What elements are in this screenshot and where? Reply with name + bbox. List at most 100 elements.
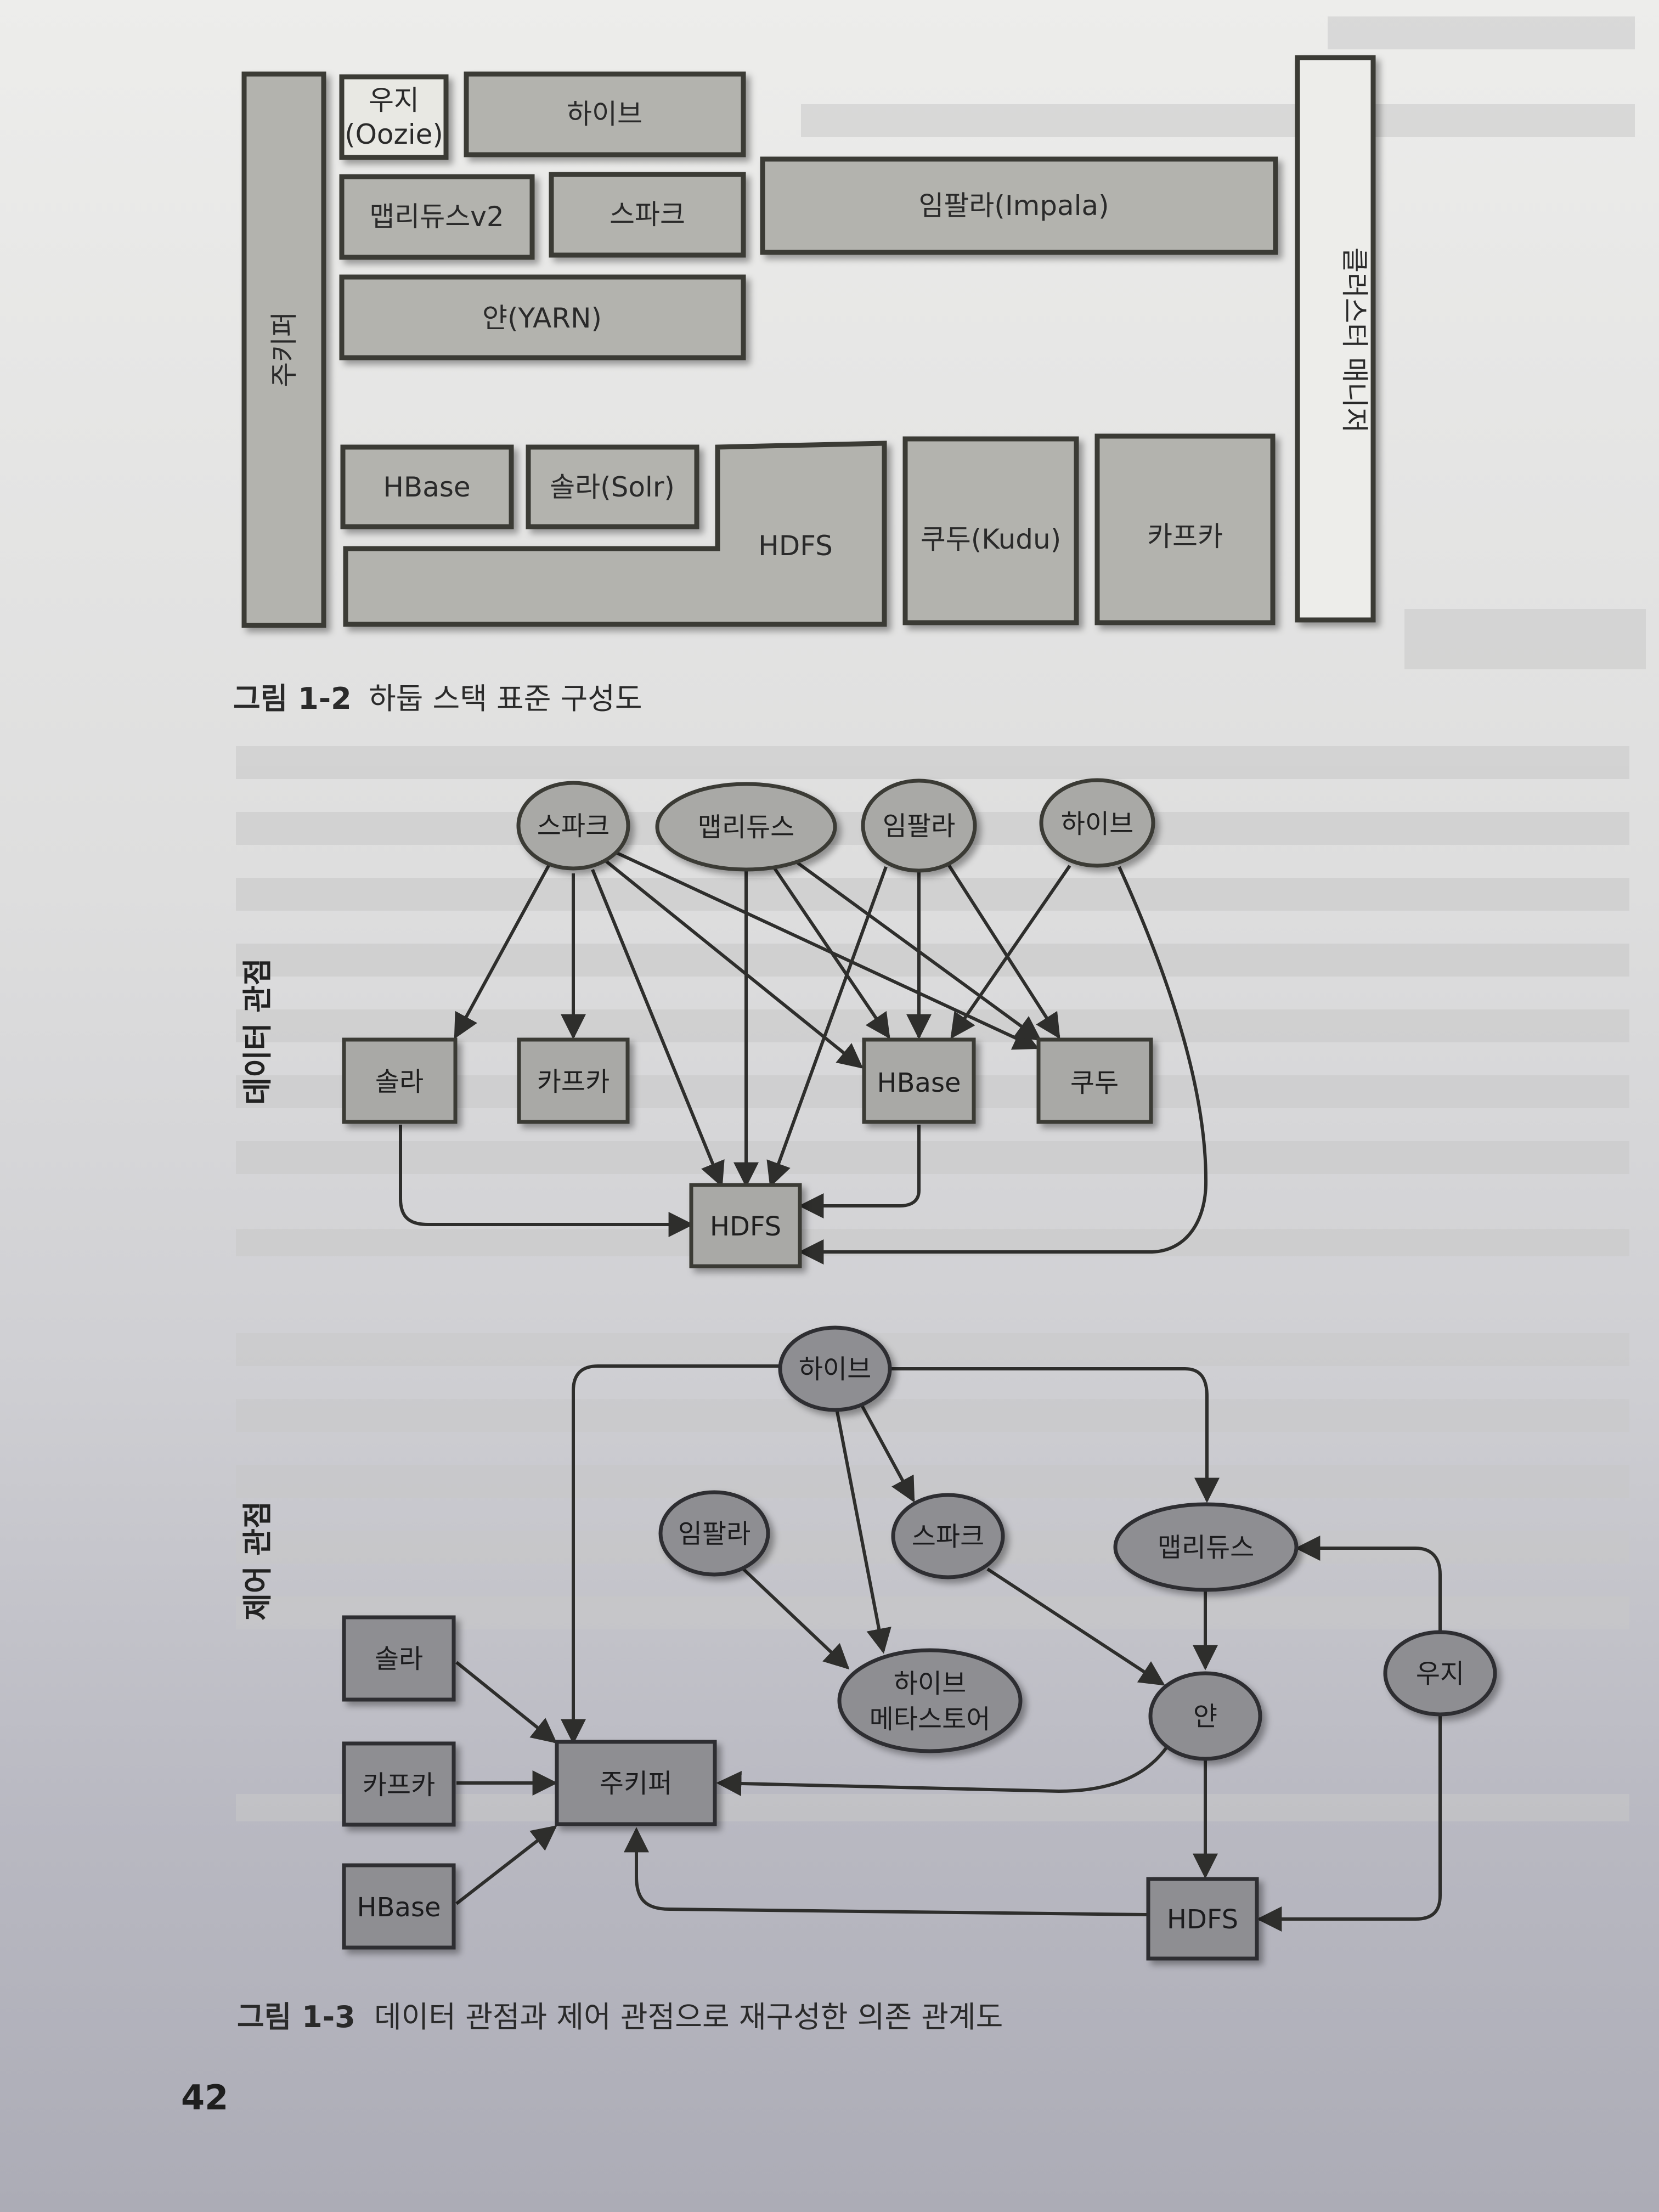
node-hive: [778, 1325, 892, 1412]
label-kudu: 쿠두: [1070, 1068, 1119, 1098]
data-view-edges: [399, 851, 1208, 1265]
edge-spark-hbase: [605, 860, 864, 1069]
page-number: 42: [181, 2078, 228, 2118]
node-spark: [516, 781, 630, 871]
label-hdfs: HDFS: [758, 530, 833, 562]
control-view-side-label: 제어 관점: [240, 1501, 275, 1621]
stack-block-hbase: [340, 444, 514, 529]
label-solr: 솔라: [375, 1644, 423, 1674]
edge-solr-zookeeper: [455, 1661, 557, 1743]
stack-block-hive: [464, 71, 746, 157]
label-mapreduce: 맵리듀스: [698, 812, 795, 843]
control-view-edges: [455, 1364, 1442, 1932]
label-impala: 임팔라: [678, 1519, 751, 1549]
node-oozie: [1383, 1630, 1497, 1717]
stack-block-solr: [526, 444, 699, 529]
figure-1-3-caption-text: 데이터 관점과 제어 관점으로 재구성한 의존 관계도: [374, 2000, 1003, 2034]
node-hbase: [342, 1863, 456, 1950]
label-spark: 스파크: [537, 811, 610, 842]
edge-impala-metastore: [742, 1567, 850, 1670]
node-hive-metastore: [837, 1648, 1023, 1753]
node-impala: [658, 1490, 770, 1577]
stack-block-yarn: [339, 274, 746, 360]
edge-impala-hdfs: [766, 866, 888, 1188]
node-spark: [891, 1493, 1005, 1579]
edge-yarn-zookeeper: [716, 1743, 1170, 1796]
edge-hdfs-zookeeper: [624, 1827, 1147, 1916]
label-zookeeper: 주키퍼: [600, 1768, 672, 1799]
edge-hive-zookeeper: [561, 1364, 782, 1745]
label-solr: 솔라(Solr): [550, 471, 675, 503]
edge-hive-mapreduce: [889, 1367, 1220, 1503]
label-hbase: HBase: [357, 1892, 441, 1923]
label-kafka: 카프카: [363, 1770, 435, 1801]
label-solr: 솔라: [375, 1066, 424, 1097]
label-mapreduce: 맵리듀스v2: [369, 201, 504, 233]
stack-block-zookeeper: [241, 71, 326, 628]
data-view-nodes: [342, 778, 1155, 1268]
node-hive: [1039, 778, 1155, 868]
label-yarn: 얀(YARN): [482, 302, 602, 334]
label-hbase: HBase: [877, 1068, 961, 1098]
data-view-side-label: 데이터 관점: [240, 958, 275, 1104]
label-hdfs: HDFS: [710, 1211, 781, 1242]
node-hbase: [862, 1037, 976, 1124]
stack-block-cluster-manager: [1295, 55, 1376, 623]
label-hbase: HBase: [383, 471, 470, 503]
edge-solr-hdfs: [399, 1125, 694, 1237]
stack-block-mapreduce: [339, 174, 535, 260]
label-impala: 임팔라: [883, 811, 955, 842]
edge-spark-yarn: [986, 1567, 1165, 1686]
data-view-labels: 스파크 맵리듀스 임팔라 하이브 솔라 카프카 HBase 쿠두 HDFS: [375, 809, 1133, 1242]
edge-hbase-hdfs: [798, 1125, 921, 1218]
figure-1-2-stack-diagram: [241, 55, 1376, 628]
edge-hive-spark: [860, 1403, 915, 1503]
edge-oozie-hdfs: [1256, 1712, 1442, 1932]
label-spark: 스파크: [912, 1521, 984, 1552]
label-hdfs: HDFS: [1167, 1904, 1238, 1935]
label-metastore-line2: 메타스토어: [870, 1704, 991, 1735]
node-kudu: [1036, 1037, 1153, 1124]
label-mapreduce: 맵리듀스: [1158, 1532, 1255, 1563]
figure-1-2-caption-label: 그림 1-2: [233, 681, 352, 716]
node-kafka: [342, 1741, 456, 1827]
node-impala: [861, 778, 977, 873]
stack-block-impala: [760, 156, 1278, 255]
stack-block-spark: [549, 172, 746, 258]
node-solr: [342, 1037, 458, 1124]
label-kafka: 카프카: [537, 1066, 610, 1097]
node-zookeeper: [555, 1740, 717, 1826]
label-oozie-ko: 우지: [369, 84, 419, 116]
stack-block-hdfs: [343, 441, 887, 627]
node-hdfs: [689, 1183, 802, 1268]
label-hive: 하이브: [799, 1354, 871, 1385]
label-cluster-manager: 클러스터 매니저: [1339, 247, 1370, 433]
edge-mapreduce-hbase: [772, 866, 890, 1039]
label-metastore-line1: 하이브: [894, 1668, 966, 1699]
edge-oozie-mapreduce: [1295, 1536, 1442, 1643]
edge-hbase-zookeeper: [455, 1825, 557, 1905]
label-kudu: 쿠두(Kudu): [921, 523, 1061, 555]
edge-impala-kudu: [945, 860, 1060, 1039]
figure-1-2-labels: 주키퍼 우지 (Oozie) 하이브 맵리듀스v2 스파크 임팔라(Impala…: [268, 84, 1370, 562]
node-mapreduce: [1113, 1502, 1299, 1592]
figure-1-3-caption-label: 그림 1-3: [237, 2000, 356, 2034]
label-hive: 하이브: [1061, 809, 1133, 839]
label-yarn: 얀: [1193, 1701, 1217, 1732]
node-hdfs: [1146, 1877, 1259, 1961]
edge-spark-hdfs: [591, 868, 725, 1188]
label-spark: 스파크: [610, 199, 685, 230]
label-oozie: 우지: [1416, 1658, 1464, 1689]
label-zookeeper: 주키퍼: [268, 312, 300, 387]
stack-block-kudu: [902, 436, 1079, 625]
edge-spark-solr: [454, 865, 550, 1040]
stack-block-kafka: [1094, 433, 1276, 625]
node-kafka: [517, 1037, 630, 1124]
label-oozie-en: (Oozie): [345, 119, 443, 150]
node-solr: [342, 1615, 456, 1702]
node-yarn: [1148, 1671, 1262, 1761]
edge-hive-metastore: [835, 1408, 891, 1654]
stack-block-oozie: [339, 74, 449, 160]
label-kafka: 카프카: [1147, 521, 1223, 552]
